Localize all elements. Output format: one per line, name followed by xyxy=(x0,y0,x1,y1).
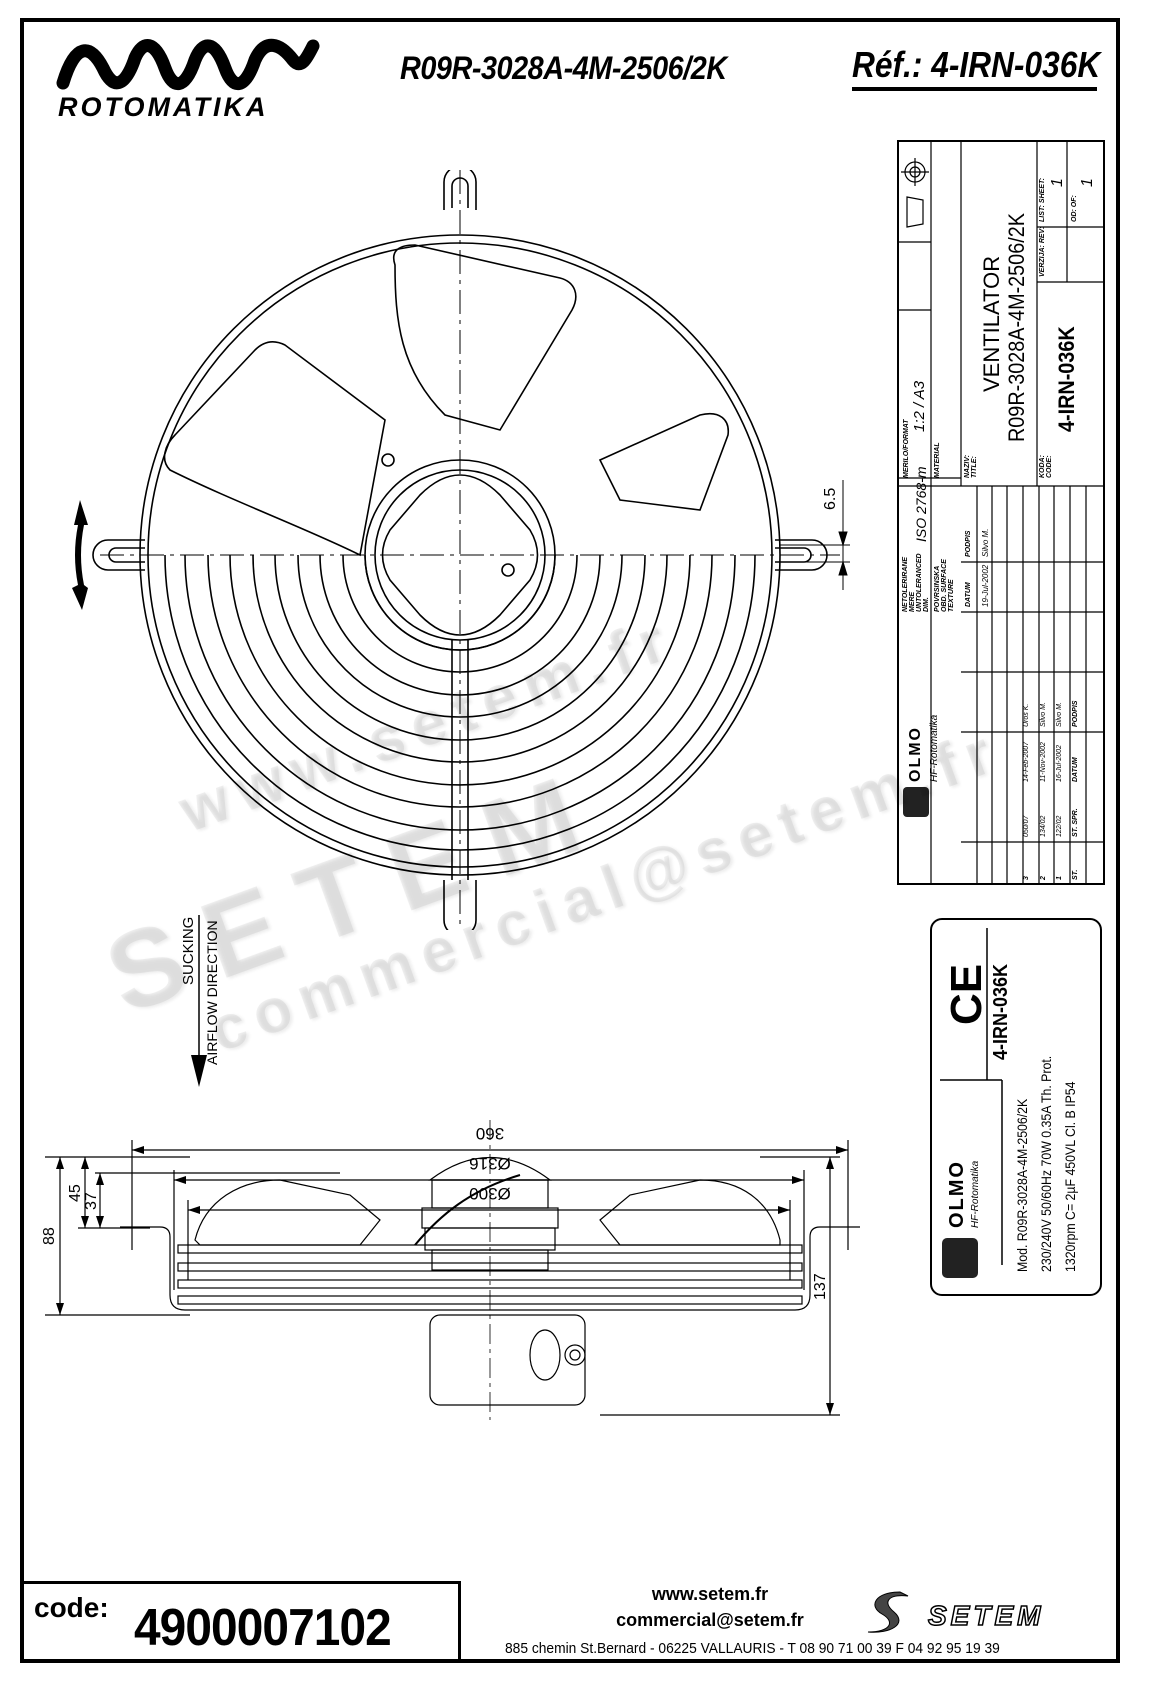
nameplate-rating-line: 1320rpm C= 2µF 450VL Cl. B IP54 xyxy=(1062,1081,1078,1272)
code-box: code: 4900007102 xyxy=(20,1581,461,1663)
dimension-137: 137 xyxy=(812,1273,829,1300)
rotomatika-wave-logo-icon xyxy=(56,38,320,90)
fan-front-view-drawing: 6.5 xyxy=(72,170,850,930)
rev-header-st: ST. xyxy=(1072,869,1079,880)
rev-header-datum: DATUM xyxy=(1072,757,1079,782)
rev-row-1-podpis: Silvo M. xyxy=(1056,702,1063,727)
drawn-by: Silvo M. xyxy=(981,528,990,557)
airflow-direction-arrow-icon: SUCKING AIRFLOW DIRECTION xyxy=(180,915,220,1087)
fan-side-view-drawing: 360 Ø316 Ø300 88 45 37 137 xyxy=(41,1120,860,1420)
nameplate-company-sub: HF-Rotomatika xyxy=(970,1160,981,1228)
code-value: 4900007102 xyxy=(134,1599,392,1657)
title-block-code: 4-IRN-036K xyxy=(1054,326,1079,432)
rev-row-3-spr: 050/07 xyxy=(1023,815,1030,837)
podpis-header: PODPIS xyxy=(965,530,972,557)
nameplate-electrical-line: 230/240V 50/60Hz 70W 0.35A Th. Prot. xyxy=(1038,1055,1054,1272)
tolerance-value: ISO 2768-m xyxy=(913,466,929,542)
model-title: R09R-3028A-4M-2506/2K xyxy=(400,50,727,86)
rotomatika-logo-text: ROTOMATIKA xyxy=(58,92,269,122)
airflow-direction-label: AIRFLOW DIRECTION xyxy=(204,920,220,1065)
title-block: MERILO/FORMAT 1:2 / A3 MATERIAL NAZIV: T… xyxy=(897,140,1105,885)
nameplate-olmo-logo-icon xyxy=(942,1238,978,1278)
dimension-diameter-300: Ø300 xyxy=(469,1184,511,1203)
title-label: NAZIV: TITLE: xyxy=(964,454,978,478)
rev-row-3-podpis: Uroš K. xyxy=(1023,703,1030,727)
dimension-6-5: 6.5 xyxy=(822,488,839,510)
nameplate-model-line: Mod. R09R-3028A-4M-2506/2K xyxy=(1014,1098,1030,1272)
sheet-label: LIST: SHEET: xyxy=(1039,177,1046,222)
drawn-date: 19-Jul-2002 xyxy=(981,564,990,607)
rev-row-2-datum: 11-Nov-2002 xyxy=(1040,742,1047,782)
of-label: OD: OF: xyxy=(1071,195,1078,222)
drawing-sheet-border xyxy=(20,18,1120,1663)
rev-header-spr: ST. SPR. xyxy=(1072,808,1079,837)
material-label: MATERIAL xyxy=(934,442,941,478)
scale-label: MERILO/FORMAT xyxy=(903,419,910,478)
rev-row-3-datum: 14-Feb-2007 xyxy=(1023,741,1030,782)
rev-row-1-st: 1 xyxy=(1056,876,1063,880)
olmo-logo-icon xyxy=(903,787,929,817)
rotation-direction-arrow-icon xyxy=(72,500,88,610)
dimension-45: 45 xyxy=(67,1184,84,1202)
scale-value: 1:2 / A3 xyxy=(911,380,928,432)
footer-email-link[interactable]: commercial@setem.fr xyxy=(616,1610,804,1630)
datum-header: DATUM xyxy=(965,582,972,607)
rev-row-3-st: 3 xyxy=(1023,876,1030,880)
dimension-360: 360 xyxy=(476,1124,504,1143)
footer-address: 885 chemin St.Bernard - 06225 VALLAURIS … xyxy=(505,1640,1000,1657)
dimension-37: 37 xyxy=(83,1192,100,1210)
footer-website-link[interactable]: www.setem.fr xyxy=(651,1584,769,1604)
ce-mark-icon: CE xyxy=(942,963,991,1025)
rev-row-1-datum: 16-Jul-2002 xyxy=(1056,745,1063,782)
title-line-1: VENTILATOR xyxy=(979,255,1004,392)
reference-title: Réf.: 4-IRN-036K xyxy=(852,44,1101,85)
rev-label: VERZIJA: REV: xyxy=(1039,226,1046,277)
of-value: 1 xyxy=(1079,178,1096,187)
rev-row-2-st: 2 xyxy=(1040,876,1047,880)
rev-row-2-spr: 134/02 xyxy=(1040,815,1047,837)
rev-row-2-podpis: Silvo M. xyxy=(1040,702,1047,727)
dimension-88: 88 xyxy=(41,1227,58,1245)
sheet-value: 1 xyxy=(1049,178,1066,187)
projection-symbol-icon xyxy=(901,158,929,228)
surface-texture-label: POVRSINSKA OBD. SURFACE TEXTURE xyxy=(934,559,955,612)
reference-underline xyxy=(852,87,1097,91)
code-label: KODA: CODE: xyxy=(1039,455,1053,478)
rev-row-1-spr: 122/02 xyxy=(1056,815,1063,837)
rev-header-podpis: PODPIS xyxy=(1072,700,1079,727)
code-label: code: xyxy=(34,1592,109,1623)
nameplate-company: OLMO xyxy=(946,1160,968,1228)
title-line-2: R09R-3028A-4M-2506/2K xyxy=(1004,213,1029,442)
nameplate-code: 4-IRN-036K xyxy=(990,963,1012,1060)
setem-swirl-logo-icon xyxy=(867,1591,909,1633)
airflow-sucking-label: SUCKING xyxy=(180,917,197,985)
setem-brand-logo: SETEM xyxy=(927,1599,1045,1632)
olmo-company-sub: HF-Rotomatika xyxy=(929,714,940,782)
olmo-company: OLMO xyxy=(907,726,924,782)
nameplate-label: CE 4-IRN-036K OLMO HF-Rotomatika Mod. R0… xyxy=(930,918,1102,1296)
dimension-diameter-316: Ø316 xyxy=(469,1154,511,1173)
tolerance-label: NETOLERIRANE MERE UNTOLERANCED DIM. xyxy=(902,553,930,612)
